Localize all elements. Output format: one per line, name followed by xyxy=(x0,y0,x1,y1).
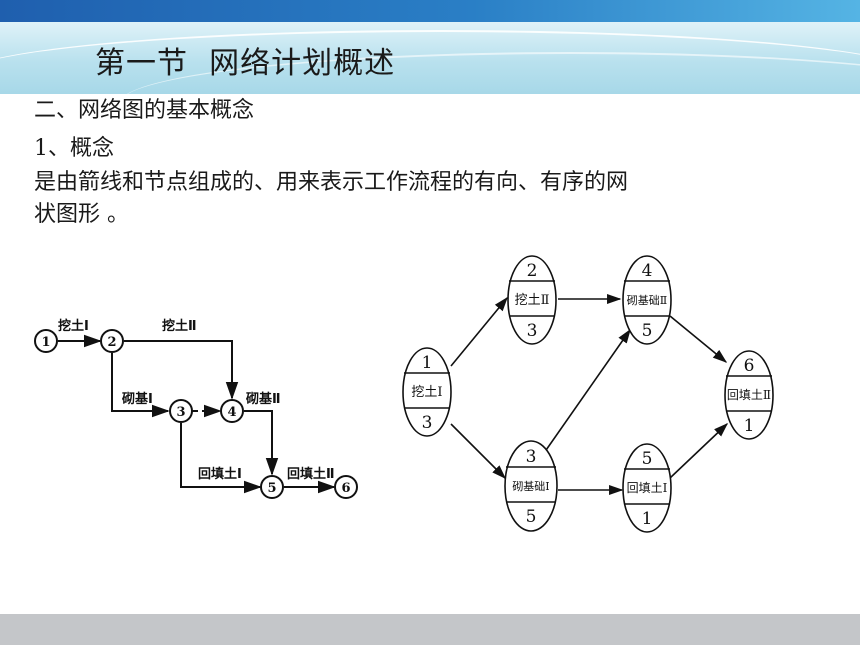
aon-node-1 xyxy=(402,347,452,437)
aon-node-3 xyxy=(504,440,558,532)
definition-line-1: 是由箭线和节点组成的、用来表示工作流程的有向、有序的网 xyxy=(34,170,629,195)
node-label-5: 5 xyxy=(267,481,276,496)
node-circle-6 xyxy=(334,475,358,499)
arrow-2-3 xyxy=(111,353,170,418)
node-circle-5 xyxy=(260,475,284,499)
aon-node-6 xyxy=(724,350,774,440)
aon-node-5-bottom: 1 xyxy=(642,509,653,529)
aon-node-6-top: 6 xyxy=(744,356,755,376)
aon-arrow-1-3 xyxy=(450,423,507,480)
node-label-3: 3 xyxy=(176,405,185,420)
aon-arrow-3-4 xyxy=(543,328,631,454)
node-label-4: 4 xyxy=(227,405,236,420)
node-circle-1 xyxy=(34,329,58,353)
activity-label-dig-1: 挖土Ⅰ xyxy=(58,318,89,334)
aon-node-2-name: 挖土Ⅱ xyxy=(515,293,550,308)
aon-node-4 xyxy=(622,255,672,345)
aon-node-1-top: 1 xyxy=(422,353,433,373)
activity-label-backfill-1: 回填土Ⅰ xyxy=(198,466,242,482)
aon-node-4-top: 4 xyxy=(642,261,653,281)
node-circle-2 xyxy=(100,329,124,353)
activity-on-node-diagram xyxy=(450,293,729,496)
slide-title: 第一节 网络计划概述 xyxy=(95,46,396,81)
activity-on-arrow-diagram xyxy=(58,334,336,494)
node-circle-4 xyxy=(220,399,244,423)
section-heading: 二、网络图的基本概念 xyxy=(34,98,255,123)
aon-node-3-top: 3 xyxy=(526,447,537,467)
title-banner xyxy=(0,22,860,94)
aon-node-5-name: 回填土Ⅰ xyxy=(627,481,668,495)
aon-arrow-4-6 xyxy=(669,315,728,363)
banner-swoosh-decoration-2 xyxy=(120,52,860,94)
aon-arrow-1-2 xyxy=(450,296,508,367)
activity-label-foundation-1: 砌基Ⅰ xyxy=(121,391,153,407)
activity-label-dig-2: 挖土Ⅱ xyxy=(162,318,197,334)
activity-label-foundation-2: 砌基Ⅱ xyxy=(245,391,281,407)
arrow-2-4 xyxy=(124,340,239,400)
aon-node-3-bottom: 5 xyxy=(526,507,537,527)
aon-node-6-name: 回填土Ⅱ xyxy=(727,388,771,402)
node-label-6: 6 xyxy=(341,481,350,496)
footer-bar xyxy=(0,614,860,645)
banner-swoosh-decoration xyxy=(0,30,860,94)
definition-line-2: 状图形 。 xyxy=(34,202,129,227)
node-label-1: 1 xyxy=(41,335,50,350)
aon-node-6-bottom: 1 xyxy=(744,416,755,436)
aon-node-5 xyxy=(622,443,672,533)
aon-node-2-bottom: 3 xyxy=(527,321,538,341)
aon-node-4-name: 砌基础Ⅱ xyxy=(627,294,667,307)
activity-label-backfill-2: 回填土Ⅱ xyxy=(287,466,335,482)
top-color-band xyxy=(0,0,860,22)
aon-node-3-name: 砌基础Ⅰ xyxy=(512,480,549,493)
arrow-3-5 xyxy=(180,423,262,494)
aon-node-1-bottom: 3 xyxy=(422,413,433,433)
aon-node-5-top: 5 xyxy=(642,449,653,469)
arrow-4-5 xyxy=(244,410,279,476)
aon-arrow-5-6 xyxy=(669,423,729,479)
aon-node-1-name: 挖土Ⅰ xyxy=(411,385,442,400)
aon-node-2-top: 2 xyxy=(527,261,538,281)
aon-node-4-bottom: 5 xyxy=(642,321,653,341)
node-circle-3 xyxy=(169,399,193,423)
sub-heading: 1、概念 xyxy=(34,136,114,161)
node-label-2: 2 xyxy=(107,335,116,350)
aon-node-2 xyxy=(507,255,557,345)
